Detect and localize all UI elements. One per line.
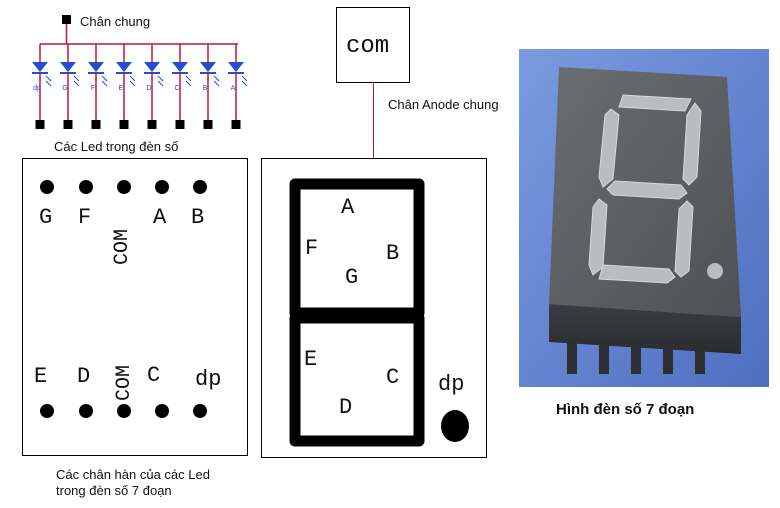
pin-panel: G F COM A B E D COM C dp — [22, 158, 248, 456]
segment-label-f: F — [305, 236, 319, 261]
led-label-d: D — [146, 85, 151, 92]
segment-label-b: B — [386, 241, 400, 266]
led-b: B — [200, 44, 220, 129]
com-box: com — [336, 7, 410, 83]
pin-dot-com-bottom — [117, 404, 131, 418]
pin-dot-f — [79, 180, 93, 194]
led-label-b: B — [203, 85, 208, 92]
pin-dot-a — [155, 180, 169, 194]
pin-label-g: G — [39, 205, 53, 230]
com-box-label: com — [346, 33, 390, 60]
dp-dot — [441, 410, 469, 442]
pin-dot-g — [40, 180, 54, 194]
pin-dot-dp — [193, 404, 207, 418]
led-label-g: G — [62, 85, 67, 92]
led-schematic-svg: dp G F E D C B A — [32, 15, 248, 129]
pin-label-a: A — [153, 205, 167, 230]
segment-label-g: G — [345, 265, 359, 290]
anode-wire — [373, 83, 374, 158]
led-label-e: E — [119, 85, 124, 92]
pin-label-d: D — [77, 364, 91, 389]
pin-label-dp: dp — [195, 367, 222, 392]
display-photo-svg — [519, 49, 769, 387]
pin-label-c: C — [147, 363, 161, 388]
display-photo — [519, 49, 769, 387]
pin-label-e: E — [34, 364, 48, 389]
led-label-f: F — [91, 85, 95, 92]
led-d: D — [144, 44, 164, 129]
common-label: Chân chung — [80, 14, 151, 29]
pin-panel-caption: Các chân hàn của các Led trong đèn số 7 … — [56, 467, 210, 499]
led-c: C — [172, 44, 192, 129]
led-label-c: C — [174, 85, 179, 92]
pin-label-f: F — [78, 205, 92, 230]
pin-caption-line1: Các chân hàn của các Led — [56, 467, 210, 482]
pin-dot-com-top — [117, 180, 131, 194]
pin-label-b: B — [191, 205, 205, 230]
segment-frame — [289, 178, 469, 447]
pin-dot-d — [79, 404, 93, 418]
pin-dot-c — [155, 404, 169, 418]
segment-lower-box — [289, 312, 425, 447]
segment-label-c: C — [386, 365, 400, 390]
segment-label-e: E — [304, 347, 318, 372]
led-a: A — [228, 44, 248, 129]
pin-dot-b — [193, 180, 207, 194]
led-label-a: A — [231, 85, 236, 92]
pin-dot-e — [40, 404, 54, 418]
segment-label-a: A — [341, 195, 355, 220]
led-e: E — [116, 44, 136, 129]
anode-label: Chân Anode chung — [388, 97, 499, 112]
led-schematic: dp G F E D C B A Chân chung — [28, 8, 258, 143]
pin-label-com-top: COM — [111, 228, 134, 265]
photo-caption: Hình đèn số 7 đoạn — [556, 401, 695, 418]
led-f: F — [88, 44, 108, 129]
pin-caption-line2: trong đèn số 7 đoạn — [56, 483, 172, 498]
schematic-caption: Các Led trong đèn số — [54, 139, 179, 154]
pin-label-com-bottom: COM — [113, 364, 136, 401]
common-terminal — [62, 15, 71, 24]
dp-label: dp — [438, 372, 465, 397]
segment-label-d: D — [339, 395, 353, 420]
led-dp: dp — [32, 44, 52, 129]
segment-panel: A B F G E C D dp — [261, 158, 487, 458]
led-g: G — [60, 44, 80, 129]
led-label-dp: dp — [33, 85, 41, 92]
